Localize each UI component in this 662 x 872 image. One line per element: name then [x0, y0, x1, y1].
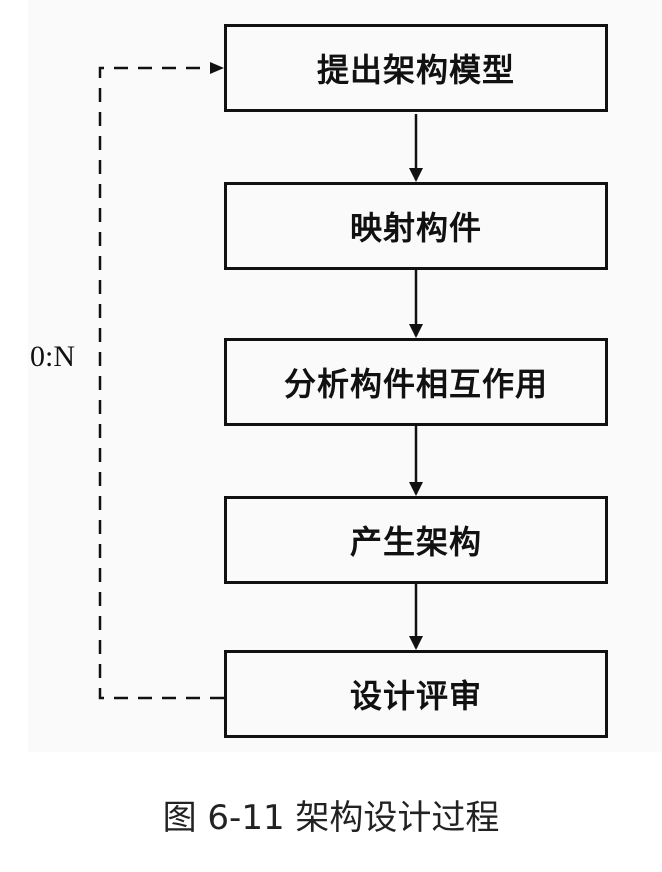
step-box-design-review: 设计评审 — [224, 650, 608, 738]
step-box-produce-architecture: 产生架构 — [224, 496, 608, 584]
step-label-map-components: 映射构件 — [349, 209, 482, 247]
figure-caption: 图 6-11 架构设计过程 — [162, 798, 500, 838]
feedback-loop-dashed-line — [98, 66, 224, 700]
arrowhead-step5 — [409, 636, 423, 650]
loop-count-label: 0:N — [30, 340, 75, 373]
step-label-propose-model: 提出架构模型 — [316, 51, 515, 89]
step-box-map-components: 映射构件 — [224, 182, 608, 270]
arrowhead-step3 — [409, 324, 423, 338]
arrowhead-step4 — [409, 482, 423, 496]
step-label-produce-architecture: 产生架构 — [349, 523, 482, 561]
step-box-propose-model: 提出架构模型 — [224, 24, 608, 112]
feedback-loop-arrowhead — [210, 62, 224, 74]
step-box-analyze-interactions: 分析构件相互作用 — [224, 338, 608, 426]
step-label-design-review: 设计评审 — [349, 677, 482, 715]
arrowhead-step2 — [409, 168, 423, 182]
step-label-analyze-interactions: 分析构件相互作用 — [283, 365, 548, 403]
